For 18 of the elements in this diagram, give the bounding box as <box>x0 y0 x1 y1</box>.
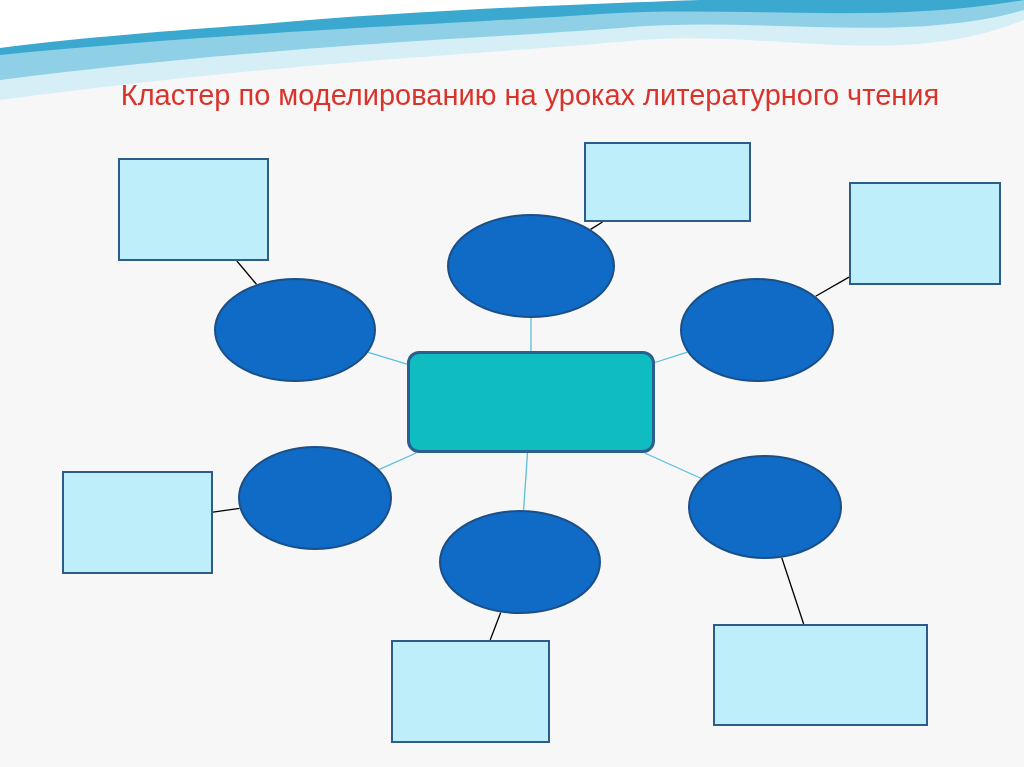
empty-box <box>391 640 550 743</box>
center-box <box>407 351 655 453</box>
connector-line <box>522 452 529 511</box>
empty-box <box>713 624 928 726</box>
empty-box <box>62 471 213 574</box>
empty-box <box>118 158 269 261</box>
connector-line <box>212 507 241 513</box>
connector-line <box>815 276 850 297</box>
connector-line <box>644 452 702 479</box>
connector-line <box>781 557 805 625</box>
connector-line <box>236 260 258 285</box>
empty-box <box>584 142 751 222</box>
connector-line <box>589 221 604 230</box>
title: Кластер по моделированию на уроках литературного чтения <box>119 78 941 113</box>
empty-box <box>849 182 1001 285</box>
connector-line <box>489 611 502 641</box>
connector-line <box>530 317 532 352</box>
connector-line <box>378 452 417 471</box>
